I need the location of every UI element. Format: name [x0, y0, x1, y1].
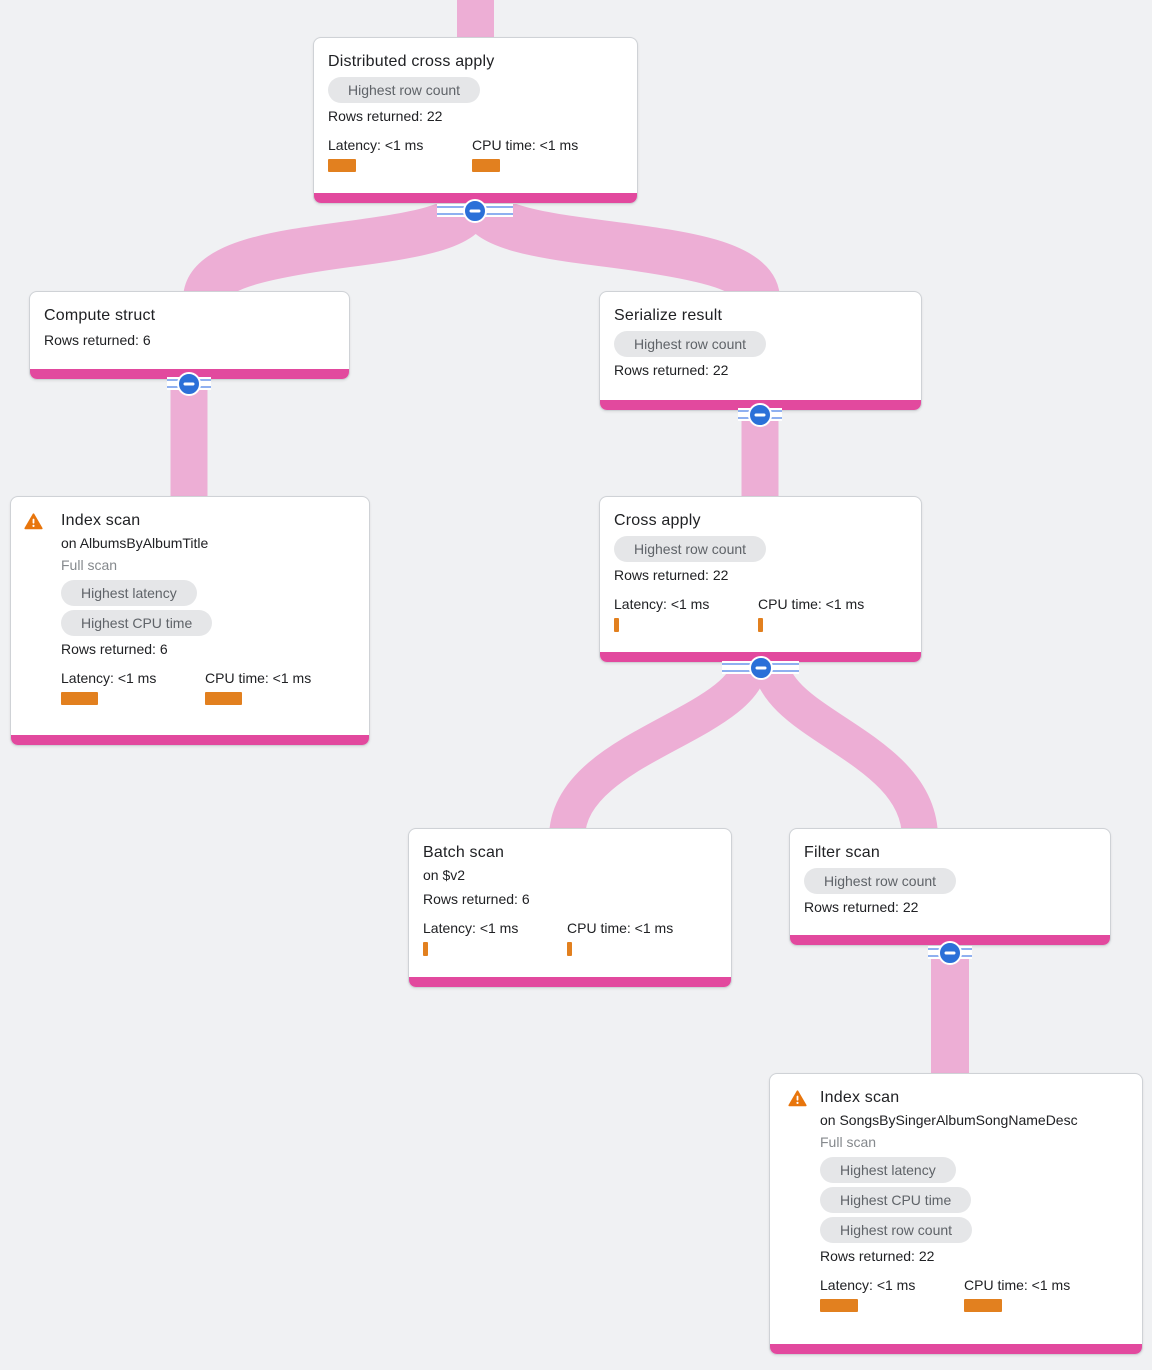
warning-icon — [24, 513, 43, 530]
latency-label: Latency: <1 ms — [61, 670, 157, 686]
badge-highest-cpu-time: Highest CPU time — [820, 1187, 972, 1213]
badge-highest-latency: Highest latency — [820, 1157, 956, 1183]
latency-bar — [328, 159, 356, 172]
latency-label: Latency: <1 ms — [820, 1277, 916, 1293]
rows-returned: Rows returned: 22 — [820, 1248, 935, 1264]
node-title: Index scan — [820, 1089, 900, 1106]
scan-target: on SongsBySingerAlbumSongNameDesc — [820, 1112, 1078, 1128]
badge-highest-row-count: Highest row count — [804, 868, 957, 894]
latency-label: Latency: <1 ms — [328, 137, 424, 153]
collapse-minus-icon — [748, 655, 773, 680]
latency-bar — [614, 618, 619, 632]
badge-highest-row-count: Highest row count — [820, 1217, 973, 1243]
rows-returned: Rows returned: 6 — [44, 332, 151, 348]
cpu-bar — [472, 159, 500, 172]
badge-highest-row-count: Highest row count — [328, 77, 481, 103]
cpu-label: CPU time: <1 ms — [205, 670, 312, 686]
rows-returned: Rows returned: 22 — [804, 899, 919, 915]
plan-node-filter-scan[interactable]: Filter scan Highest row count Rows retur… — [789, 828, 1111, 946]
cpu-label: CPU time: <1 ms — [964, 1277, 1071, 1293]
badge-highest-row-count: Highest row count — [614, 536, 767, 562]
scan-target: on AlbumsByAlbumTitle — [61, 535, 209, 551]
plan-node-compute-struct[interactable]: Compute struct Rows returned: 6 — [29, 291, 350, 380]
node-title: Index scan — [61, 512, 141, 529]
scan-type: Full scan — [820, 1134, 877, 1150]
node-accent-bar — [409, 977, 731, 987]
cpu-bar — [758, 618, 763, 632]
plan-node-cross-apply[interactable]: Cross apply Highest row count Rows retur… — [599, 496, 922, 663]
cpu-label: CPU time: <1 ms — [567, 920, 674, 936]
scan-target: on $v2 — [423, 867, 466, 883]
edge-distributed-cross-apply-to-serialize-result — [458, 193, 780, 305]
plan-node-index-scan-albums[interactable]: Index scan on AlbumsByAlbumTitle Full sc… — [10, 496, 370, 746]
node-accent-bar — [770, 1344, 1142, 1354]
collapse-node-button[interactable] — [167, 371, 211, 396]
cpu-metric: CPU time: <1 ms — [964, 1275, 1108, 1312]
scan-type: Full scan — [61, 557, 118, 573]
latency-label: Latency: <1 ms — [614, 596, 710, 612]
cpu-label: CPU time: <1 ms — [758, 596, 865, 612]
latency-metric: Latency: <1 ms — [820, 1275, 964, 1312]
collapse-minus-icon — [748, 402, 772, 427]
badge-highest-row-count: Highest row count — [614, 331, 767, 357]
cpu-metric: CPU time: <1 ms — [472, 135, 616, 172]
cpu-bar — [205, 692, 242, 705]
rows-returned: Rows returned: 6 — [61, 641, 168, 657]
edge-cross-apply-to-batch-scan — [549, 655, 769, 840]
warning-icon — [788, 1090, 807, 1107]
node-accent-bar — [11, 735, 369, 745]
node-title: Serialize result — [614, 307, 723, 324]
node-title: Compute struct — [44, 307, 156, 324]
plan-node-batch-scan[interactable]: Batch scan on $v2 Rows returned: 6 Laten… — [408, 828, 732, 988]
collapse-node-button[interactable] — [722, 655, 799, 680]
cpu-bar — [964, 1299, 1002, 1312]
collapse-minus-icon — [463, 198, 487, 223]
plan-node-distributed-cross-apply[interactable]: Distributed cross apply Highest row coun… — [313, 37, 638, 204]
collapse-node-button[interactable] — [437, 198, 513, 223]
latency-bar — [61, 692, 98, 705]
cpu-metric: CPU time: <1 ms — [567, 918, 711, 956]
cpu-metric: CPU time: <1 ms — [758, 594, 902, 632]
latency-metric: Latency: <1 ms — [61, 668, 205, 705]
edge-distributed-cross-apply-to-compute-struct — [183, 193, 493, 305]
node-title: Filter scan — [804, 844, 880, 861]
cpu-metric: CPU time: <1 ms — [205, 668, 349, 705]
latency-bar — [423, 942, 428, 956]
latency-bar — [820, 1299, 858, 1312]
latency-metric: Latency: <1 ms — [328, 135, 472, 172]
badge-highest-latency: Highest latency — [61, 580, 197, 606]
rows-returned: Rows returned: 22 — [328, 108, 443, 124]
latency-metric: Latency: <1 ms — [423, 918, 567, 956]
collapse-minus-icon — [177, 371, 201, 396]
collapse-node-button[interactable] — [738, 402, 782, 427]
node-title: Batch scan — [423, 844, 505, 861]
node-title: Cross apply — [614, 512, 701, 529]
rows-returned: Rows returned: 6 — [423, 891, 530, 907]
node-title: Distributed cross apply — [328, 53, 495, 70]
badge-highest-cpu-time: Highest CPU time — [61, 610, 213, 636]
latency-metric: Latency: <1 ms — [614, 594, 758, 632]
cpu-label: CPU time: <1 ms — [472, 137, 579, 153]
rows-returned: Rows returned: 22 — [614, 362, 729, 378]
plan-node-index-scan-songs[interactable]: Index scan on SongsBySingerAlbumSongName… — [769, 1073, 1143, 1355]
collapse-minus-icon — [938, 940, 962, 965]
collapse-node-button[interactable] — [928, 940, 972, 965]
rows-returned: Rows returned: 22 — [614, 567, 729, 583]
plan-node-serialize-result[interactable]: Serialize result Highest row count Rows … — [599, 291, 922, 411]
latency-label: Latency: <1 ms — [423, 920, 519, 936]
cpu-bar — [567, 942, 572, 956]
edge-cross-apply-to-filter-scan — [752, 655, 938, 840]
